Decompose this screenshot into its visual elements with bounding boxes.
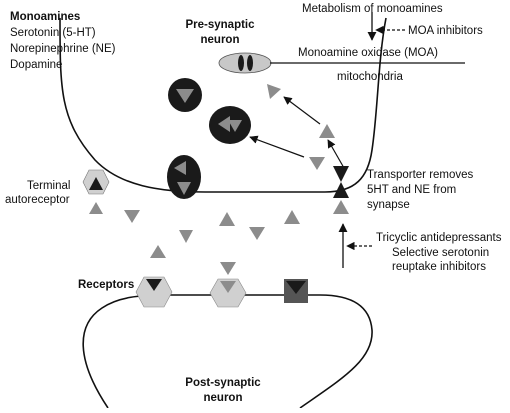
ssri-label-2: reuptake inhibitors [392, 261, 486, 273]
receptor-2 [209, 278, 247, 308]
cleft-triangle-1 [89, 202, 103, 214]
reuptake-triangle-2 [319, 124, 335, 138]
cleft-triangle-2 [124, 210, 140, 223]
postsynaptic-label-2: neuron [204, 392, 243, 404]
norepinephrine-label: Norepinephrine (NE) [10, 43, 116, 55]
reuptake-arrow-3 [327, 139, 345, 169]
transporter-label-1: Transporter removes [367, 169, 474, 181]
moa-inhibitors-label: MOA inhibitors [408, 25, 483, 37]
mitochondrion [218, 52, 272, 74]
presynaptic-label-2: neuron [201, 34, 240, 46]
terminal-label-2: autoreceptor [5, 194, 70, 206]
monoamines-title: Monoamines [10, 11, 80, 23]
transporter-label-2: 5HT and NE from [367, 184, 456, 196]
transporter [333, 166, 349, 198]
cleft-triangle-3 [219, 212, 235, 226]
cleft-triangle-7 [179, 230, 193, 243]
mitochondria-label: mitochondria [337, 71, 403, 83]
dopamine-label: Dopamine [10, 59, 62, 71]
ssri-label-1: Selective serotonin [392, 247, 489, 259]
monoamine-oxidase-label: Monoamine oxidase (MOA) [298, 47, 438, 59]
tricyclic-label: Tricyclic antidepressants [376, 232, 502, 244]
presynaptic-label-1: Pre-synaptic [185, 19, 255, 31]
vesicle-2 [209, 106, 251, 144]
reuptake-arrow-2 [249, 135, 305, 158]
receptor-3 [284, 279, 308, 303]
serotonin-label: Serotonin (5-HT) [10, 27, 96, 39]
receptors-label: Receptors [78, 279, 134, 291]
terminal-label-1: Terminal [27, 180, 70, 192]
terminal-autoreceptor [82, 169, 110, 195]
reuptake-arrow-1 [283, 96, 321, 125]
reuptake-triangle-1 [267, 84, 281, 99]
cleft-triangle-4 [249, 227, 265, 240]
cleft-triangle-5 [284, 210, 300, 224]
cleft-triangle-6 [333, 200, 349, 214]
cleft-triangle-8 [150, 245, 166, 258]
vesicle-3 [167, 155, 201, 199]
postsynaptic-label-1: Post-synaptic [185, 377, 261, 389]
vesicle-1 [168, 78, 202, 112]
reuptake-triangle-3 [309, 157, 325, 170]
receptor-1 [135, 276, 173, 308]
transporter-label-3: synapse [367, 199, 410, 211]
presynaptic-membrane [59, 17, 387, 193]
metabolism-label: Metabolism of monoamines [302, 3, 443, 15]
cleft-triangle-9 [220, 262, 236, 275]
